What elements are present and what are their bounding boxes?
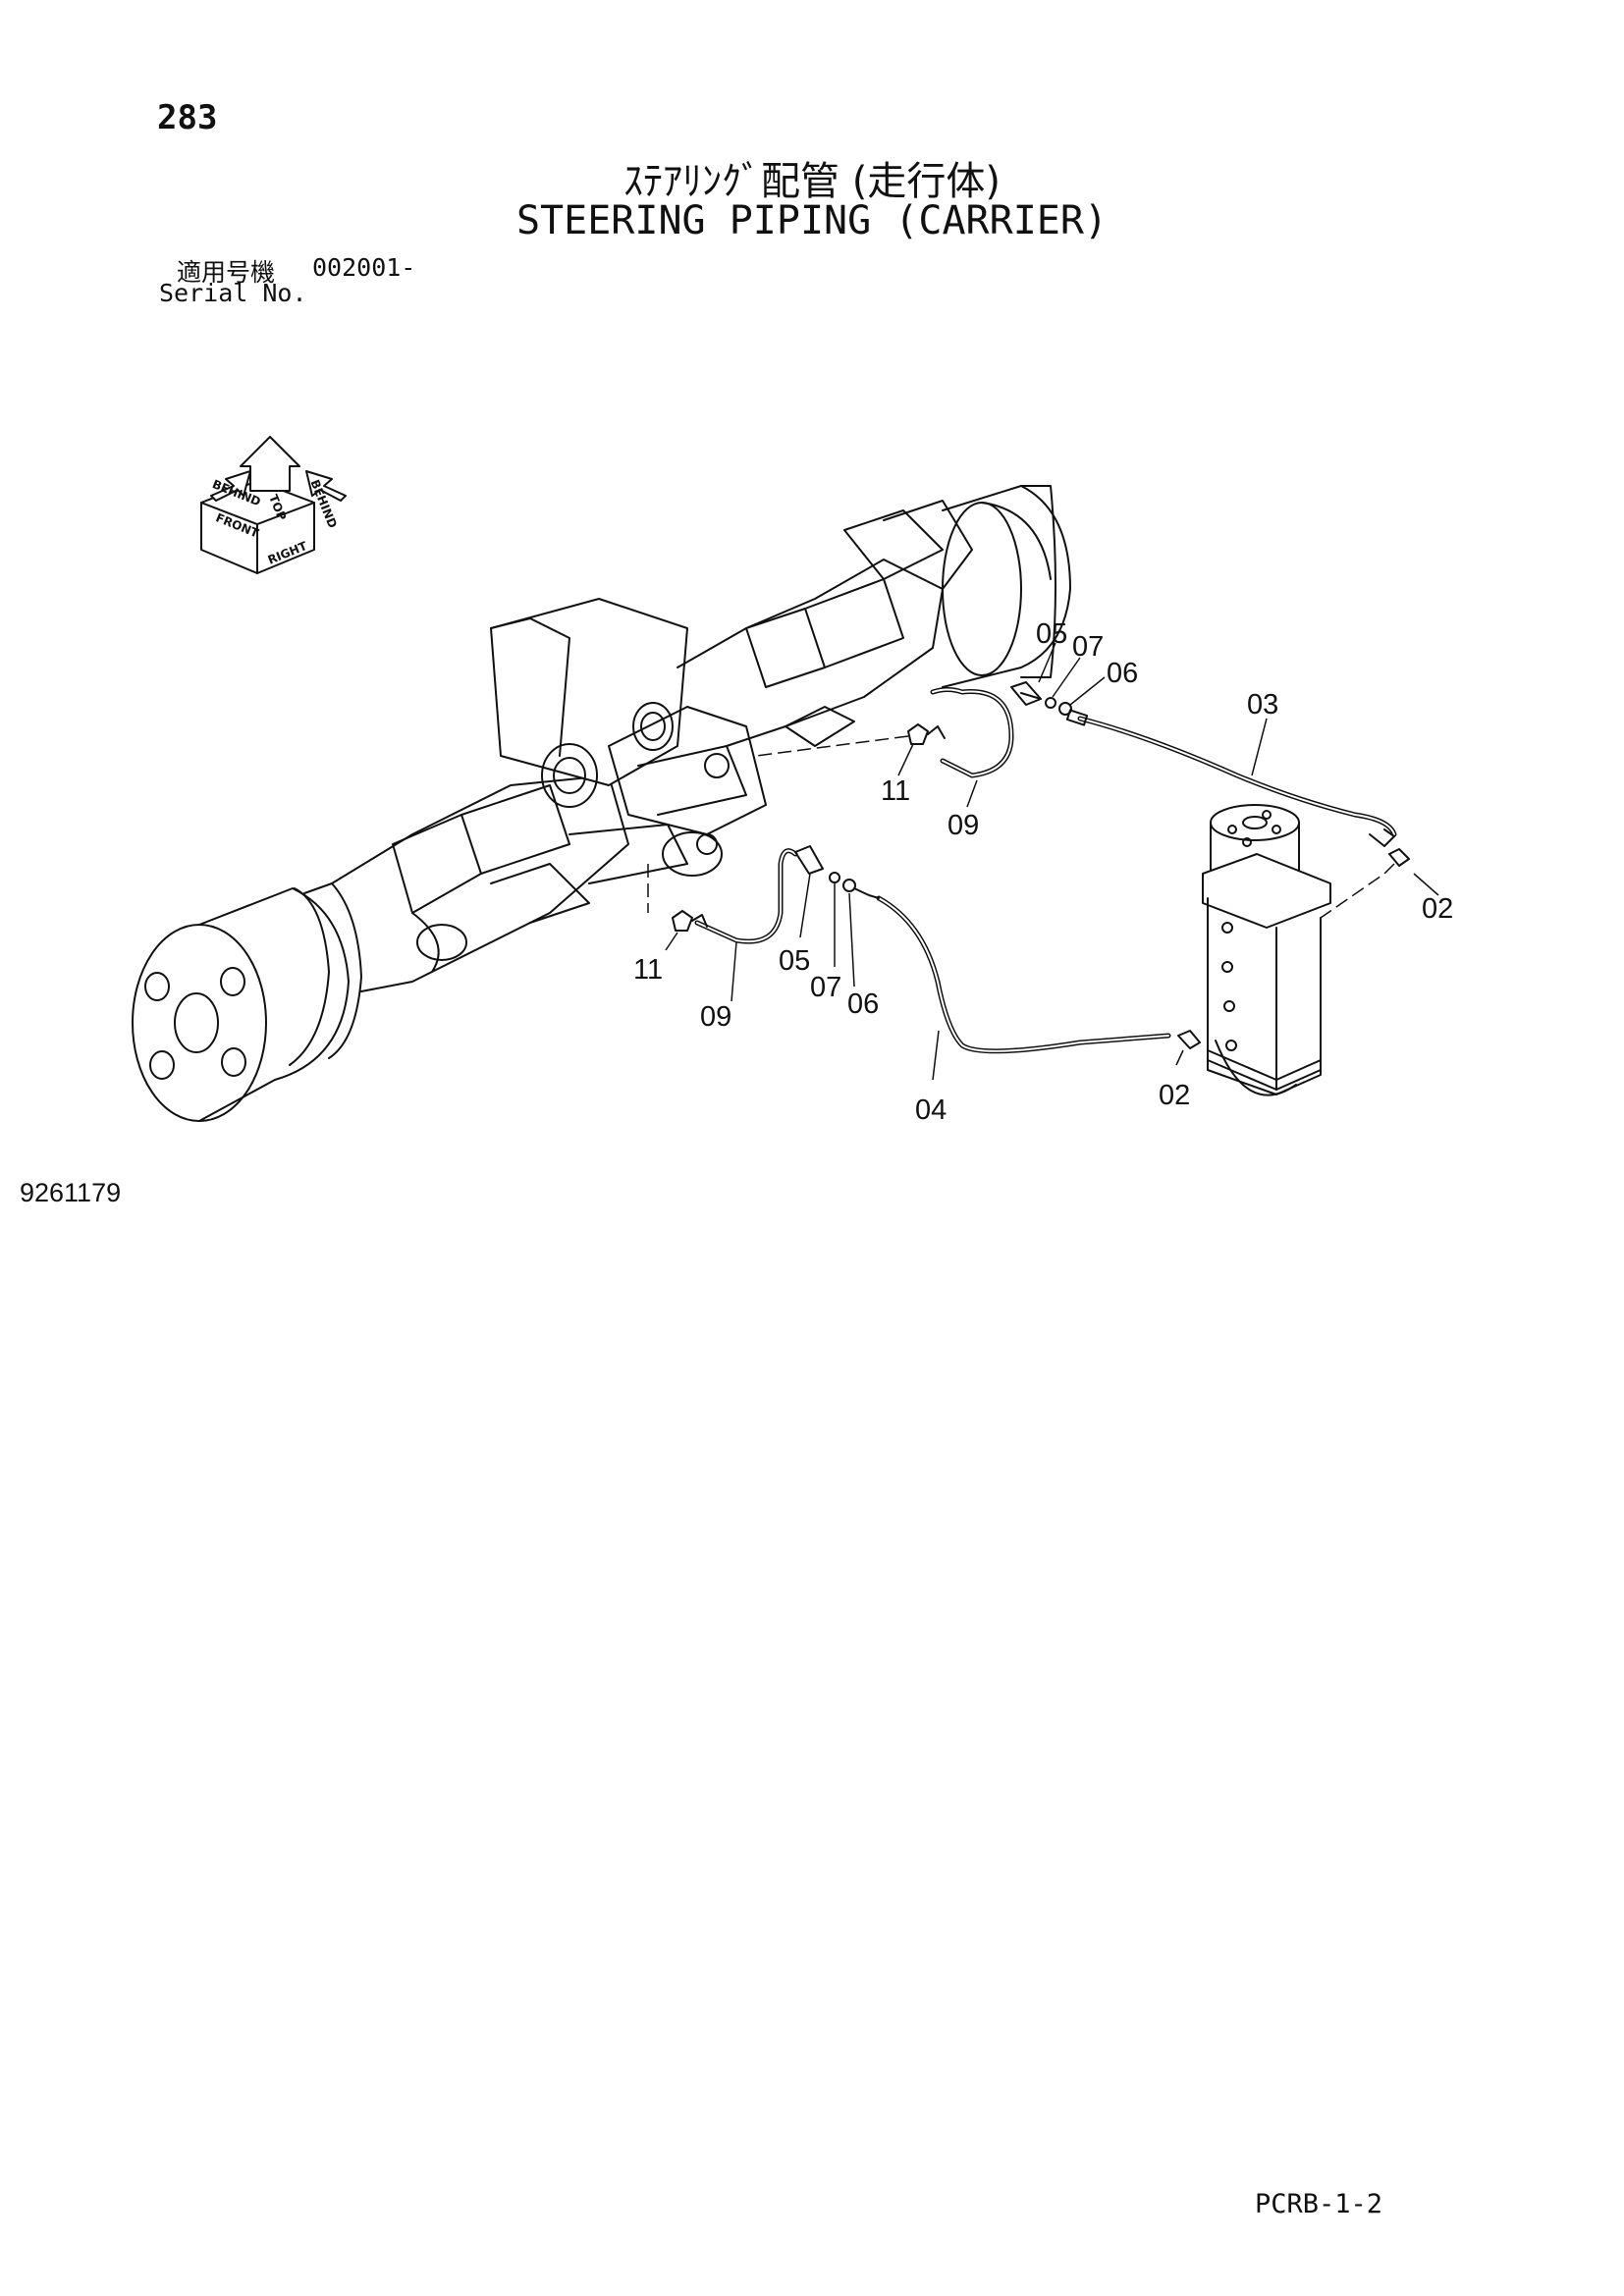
serial-label-english: Serial No. — [159, 279, 307, 307]
left-axle-housing — [331, 774, 688, 992]
steering-swivel-unit — [1202, 804, 1331, 1096]
callout-07-upper: 07 — [1072, 631, 1104, 663]
dashed-leaders — [647, 735, 1395, 919]
fitting-cluster-upper — [1010, 681, 1072, 716]
hose-04 — [876, 895, 1171, 1054]
callout-09-lower: 09 — [700, 1001, 731, 1033]
callout-04: 04 — [915, 1095, 947, 1126]
connector-11-upper — [907, 723, 946, 745]
hose-03-fitting-end — [1065, 709, 1089, 726]
drawing-number: 9261179 — [20, 1178, 122, 1207]
callout-11-upper: 11 — [881, 775, 910, 807]
serial-range: 002001- — [312, 253, 416, 282]
orientation-marker — [200, 436, 347, 574]
callout-leaders — [665, 642, 1439, 1081]
page-title-english: STEERING PIPING (CARRIER) — [515, 198, 1109, 243]
callout-07-lower: 07 — [810, 972, 841, 1003]
right-axle-housing — [677, 500, 973, 747]
callout-05-lower: 05 — [779, 945, 810, 977]
callout-02-lower: 02 — [1159, 1080, 1190, 1111]
page-number: 283 — [157, 98, 218, 137]
callout-11-lower: 11 — [633, 954, 663, 986]
sheet-reference: PCRB-1-2 — [1255, 2189, 1383, 2219]
callout-05-upper: 05 — [1036, 618, 1067, 650]
fitting-cluster-lower — [794, 845, 880, 899]
differential-housing — [490, 598, 767, 877]
callout-03: 03 — [1247, 689, 1278, 721]
callout-09-upper: 09 — [947, 810, 979, 841]
right-wheel-hub — [942, 485, 1071, 688]
connector-11-lower — [672, 910, 708, 932]
callout-06-upper: 06 — [1107, 658, 1138, 689]
left-wheel-hub — [132, 882, 362, 1122]
callout-06-lower: 06 — [847, 988, 879, 1020]
serial-label-japanese: 適用号機 — [177, 258, 276, 287]
callout-02-upper: 02 — [1422, 893, 1453, 925]
page-title-japanese: ｽﾃｱﾘﾝｸﾞ配管 (走行体) — [623, 159, 1001, 204]
